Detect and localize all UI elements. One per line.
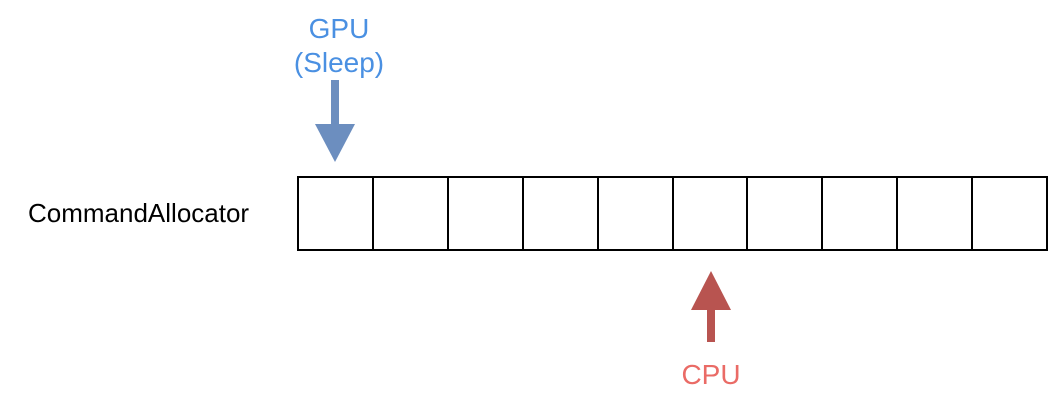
gpu-name: GPU bbox=[308, 13, 370, 44]
buffer-slot bbox=[524, 178, 599, 249]
arrow-up-icon bbox=[691, 271, 731, 342]
arrow-down-icon bbox=[315, 80, 355, 162]
gpu-label: GPU (Sleep) bbox=[294, 12, 384, 80]
buffer-slot bbox=[449, 178, 524, 249]
buffer-slot bbox=[674, 178, 749, 249]
command-allocator-buffer bbox=[297, 176, 1048, 251]
gpu-state: (Sleep) bbox=[293, 47, 385, 78]
buffer-slot bbox=[748, 178, 824, 249]
gpu-arrow-shaft bbox=[331, 80, 339, 130]
cpu-label: CPU bbox=[681, 359, 741, 390]
command-allocator-label: CommandAllocator bbox=[28, 198, 250, 228]
gpu-arrow-head bbox=[315, 124, 355, 162]
buffer-slot bbox=[299, 178, 374, 249]
buffer-slot bbox=[374, 178, 449, 249]
buffer-slot bbox=[599, 178, 674, 249]
buffer-slot bbox=[898, 178, 974, 249]
buffer-slot bbox=[823, 178, 899, 249]
cpu-arrow-shaft bbox=[707, 304, 715, 342]
cpu-arrow-head bbox=[691, 271, 731, 310]
